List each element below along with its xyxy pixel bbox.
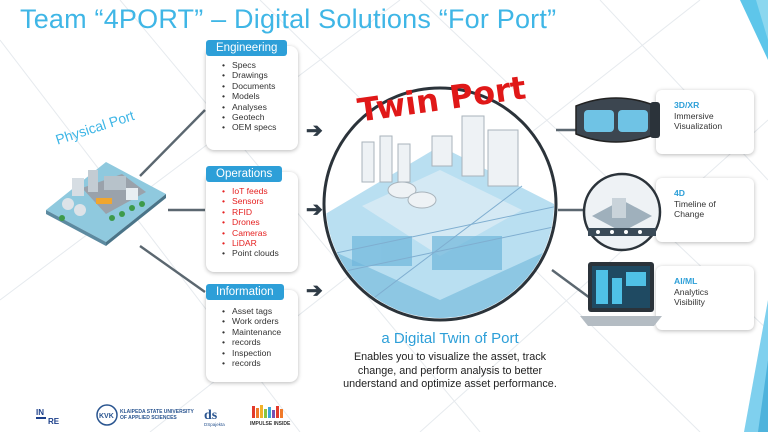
list-item-continuation: records: [222, 358, 281, 369]
svg-text:IN: IN: [36, 408, 44, 417]
list-item: Work orders: [222, 316, 281, 327]
list-item: Models: [222, 91, 276, 102]
svg-text:IMPULSE INSIDE: IMPULSE INSIDE: [250, 421, 291, 427]
physical-port-illustration: [46, 162, 166, 246]
output-title: 4D: [674, 188, 685, 198]
corner-decoration: [740, 0, 768, 432]
list-item: Asset tags: [222, 306, 281, 317]
partner-logos: IN RE KVK KLAIPEDA STATE UNIVERSITY OF A…: [34, 402, 334, 430]
information-card: Information Asset tags Work orders Maint…: [206, 284, 298, 382]
operations-list: IoT feeds Sensors RFID Drones Cameras Li…: [222, 186, 279, 259]
list-item: Maintenance: [222, 327, 281, 338]
list-item: Geotech: [222, 112, 276, 123]
svg-text:DSpajekta: DSpajekta: [204, 422, 225, 427]
list-item: Drones: [222, 217, 279, 228]
kvk-name-line: KLAIPEDA STATE UNIVERSITY: [120, 409, 194, 415]
engineering-card: Engineering Specs Drawings Documents Mod…: [206, 40, 298, 150]
output-card-ai-ml: AI/ML Analytics Visibility: [656, 266, 754, 330]
svg-text:ds: ds: [204, 408, 218, 423]
output-line: Visualization: [674, 121, 723, 131]
output-line: Analytics: [674, 287, 709, 297]
information-heading: Information: [206, 284, 284, 300]
twin-port-illustration: [322, 86, 558, 322]
digital-twin-subtitle: a Digital Twin of Port: [381, 330, 519, 347]
operations-card: Operations IoT feeds Sensors RFID Drones…: [206, 166, 298, 272]
laptop-icon: [580, 262, 662, 326]
information-arrow-icon: ➔: [306, 280, 323, 302]
inre-logo: IN RE: [34, 406, 70, 426]
list-item: Point clouds: [222, 248, 279, 259]
output-line: Timeline of: [674, 199, 716, 209]
list-item: Documents: [222, 81, 276, 92]
list-item: RFID: [222, 207, 279, 218]
output-title: 3D/XR: [674, 100, 700, 110]
output-line: Visibility: [674, 297, 705, 307]
operations-arrow-icon: ➔: [306, 199, 323, 221]
kvk-emblem: KVK: [96, 404, 118, 426]
engineering-heading: Engineering: [206, 40, 288, 56]
output-title: AI/ML: [674, 276, 698, 286]
impulse-logo-mark: IMPULSE INSIDE: [250, 405, 291, 427]
engineering-list: Specs Drawings Documents Models Analyses…: [222, 60, 276, 133]
output-line: Immersive: [674, 111, 714, 121]
list-item: Drawings: [222, 70, 276, 81]
list-item: Specs: [222, 60, 276, 71]
list-item: Inspection: [222, 348, 281, 359]
timeline-circle-icon: [582, 172, 662, 252]
output-card-4d: 4D Timeline of Change: [656, 178, 754, 242]
list-item-continuation: records: [222, 337, 281, 348]
inre-logo-mark: IN RE: [34, 406, 70, 426]
operations-heading: Operations: [206, 166, 283, 182]
engineering-arrow-icon: ➔: [306, 120, 323, 142]
kvk-name-line: OF APPLIED SCIENCES: [120, 414, 177, 421]
ds-logo-mark: ds DSpajekta: [204, 408, 225, 427]
vr-headset-icon: [575, 97, 660, 143]
list-item: LiDAR: [222, 238, 279, 249]
list-item: Sensors: [222, 196, 279, 207]
list-item: OEM specs: [222, 122, 276, 133]
list-item: Analyses: [222, 102, 276, 113]
page-title: Team “4PORT” – Digital Solutions “For Po…: [20, 4, 557, 34]
svg-text:RE: RE: [48, 417, 60, 426]
output-line: Change: [674, 209, 705, 219]
list-item: IoT feeds: [222, 186, 279, 197]
kvk-logo: KVK KLAIPEDA STATE UNIVERSITY OF APPLIED…: [96, 404, 196, 428]
digital-twin-description: Enables you to visualize the asset, trac…: [343, 351, 557, 391]
svg-text:KVK: KVK: [99, 413, 114, 420]
information-list: Asset tags Work orders Maintenance recor…: [222, 306, 281, 369]
ds-logo: ds DSpajekta: [202, 404, 232, 428]
list-item: Cameras: [222, 228, 279, 239]
output-card-3d-xr: 3D/XR Immersive Visualization: [656, 90, 754, 154]
impulse-inside-logo: IMPULSE INSIDE: [248, 404, 310, 428]
